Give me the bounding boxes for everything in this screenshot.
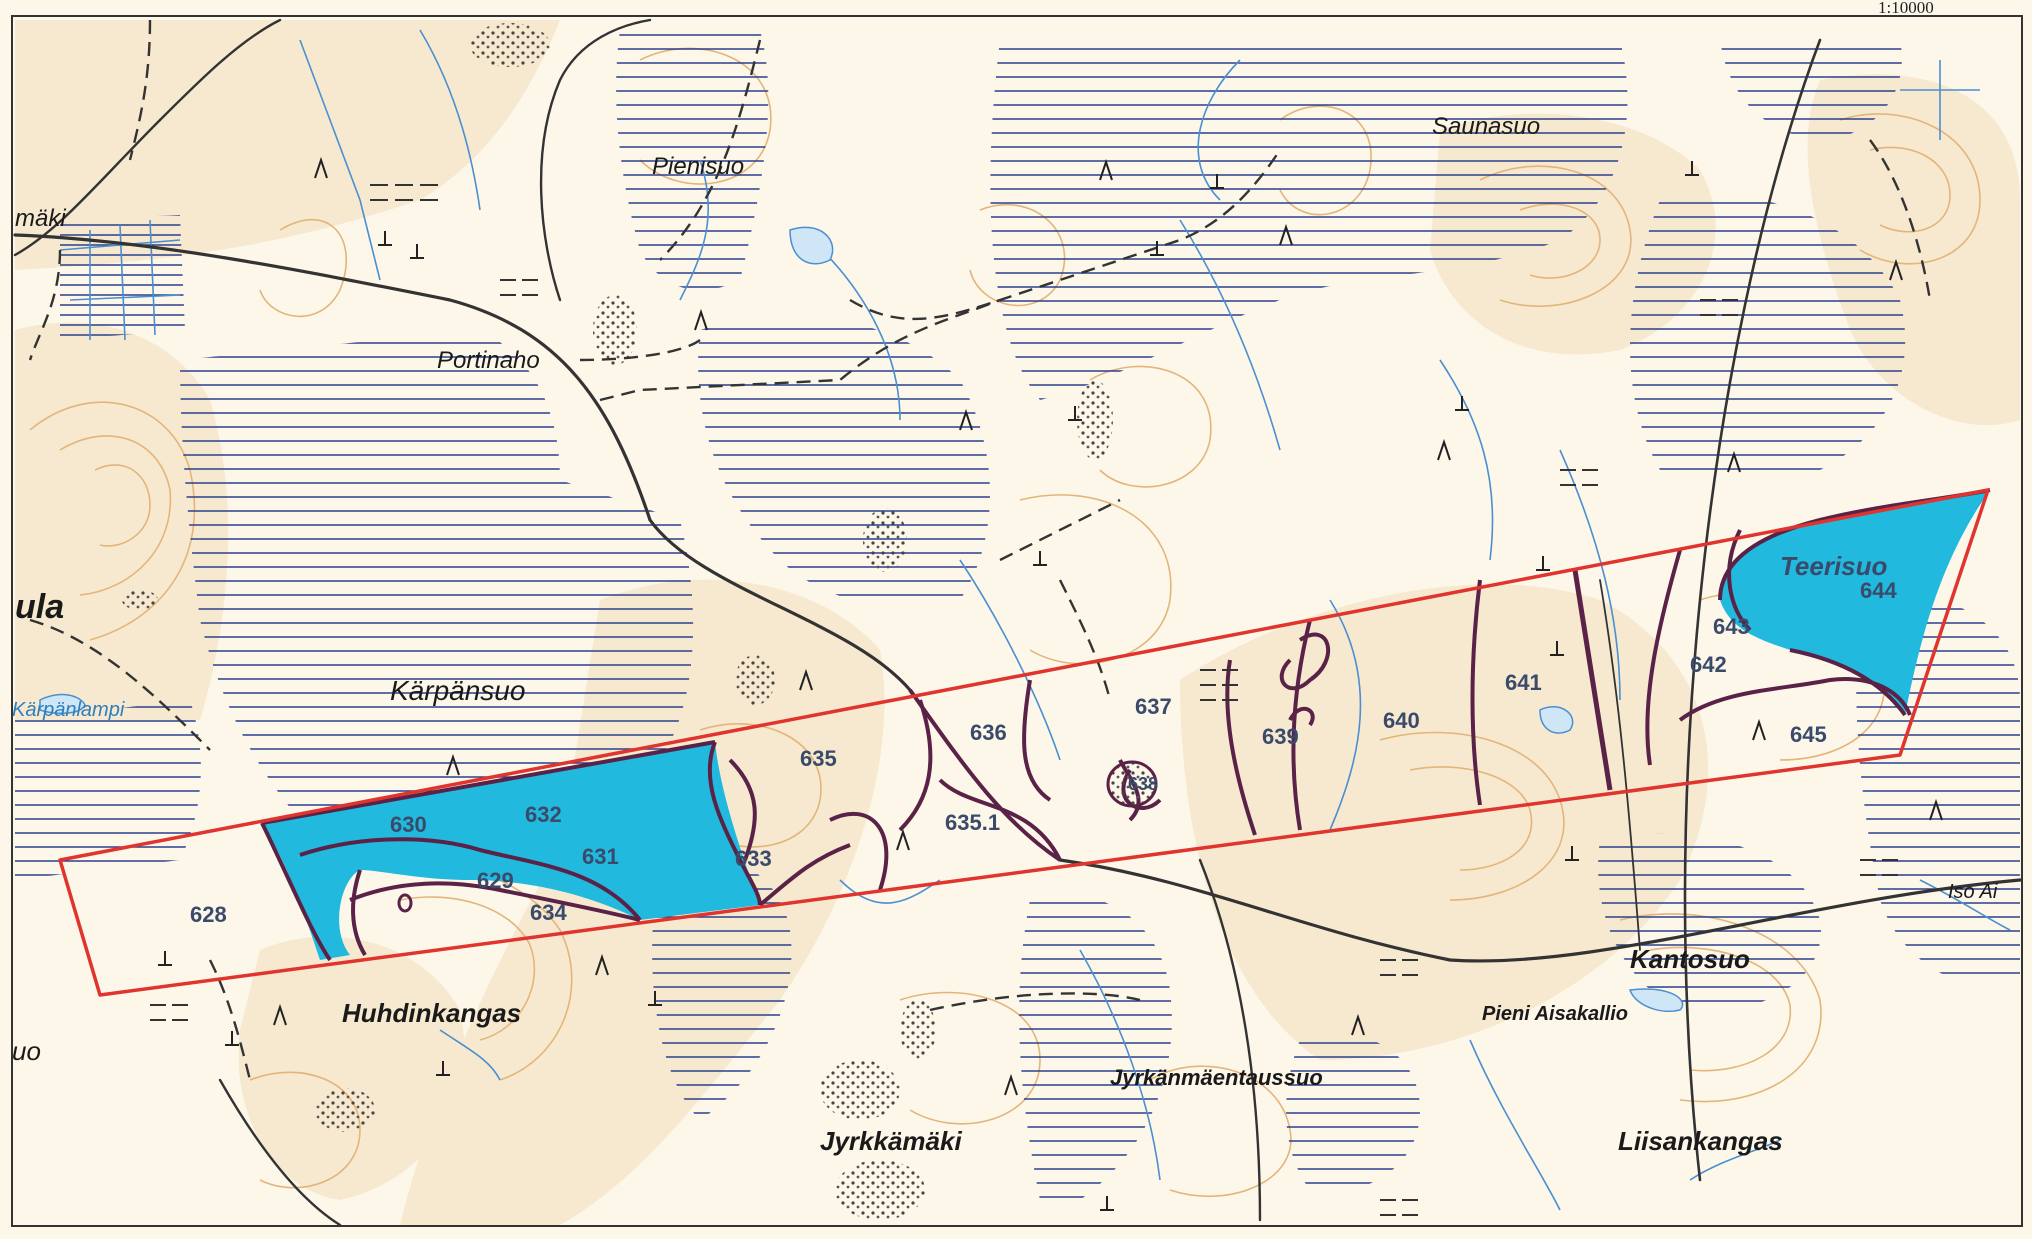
stand-639: 639: [1262, 724, 1299, 749]
road-kanto: [1599, 579, 1641, 951]
place-maki: mäki: [15, 205, 66, 232]
marsh-saunasuo: [990, 40, 1628, 400]
footpaths: [28, 19, 1932, 1081]
place-karpanlampi: Kärpänlampi: [12, 699, 125, 721]
marsh-south-west: [652, 853, 792, 1120]
map-frame: [11, 15, 2023, 1227]
place-liisankangas: Liisankangas: [1618, 1126, 1783, 1156]
stand-638-islet: [1106, 760, 1158, 808]
place-jyrkanmaentaussuo: Jyrkänmäentaussuo: [1110, 1065, 1323, 1090]
stand-fills: [262, 490, 1990, 960]
stand-644: 644: [1860, 578, 1897, 603]
place-labels: mäki Pienisuo Saunasuo Portinaho ula Kär…: [12, 113, 1998, 1156]
streams: [59, 29, 2011, 1211]
stand-628: 628: [190, 902, 227, 927]
stand-fill-teerisuo: [1720, 490, 1990, 715]
stand-fill-west: [262, 742, 760, 960]
stand-629: 629: [477, 868, 514, 893]
place-pieni-aisakallio: Pieni Aisakallio: [1482, 1003, 1628, 1025]
place-karpansuo: Kärpänsuo: [390, 675, 525, 706]
stand-633: 633: [735, 846, 772, 871]
stand-635-1: 635.1: [945, 810, 1000, 835]
place-iso-ai: Iso Ai: [1948, 881, 1998, 903]
place-ula: ula: [15, 588, 64, 626]
stand-631: 631: [582, 844, 619, 869]
road-north-loop: [539, 18, 652, 302]
marsh-areas: [15, 30, 2020, 1200]
marsh-kantosuo: [1598, 833, 1821, 1012]
road-south: [1198, 858, 1262, 1222]
stand-630: 630: [390, 812, 427, 837]
ponds: [39, 226, 1684, 1012]
benchmark-symbols: [158, 161, 1699, 1211]
marsh-east-north: [1630, 194, 1906, 470]
place-uo: uo: [12, 1036, 41, 1066]
stand-641: 641: [1505, 670, 1542, 695]
meadow-symbols: [150, 184, 1898, 1216]
stand-634: 634: [530, 900, 567, 925]
place-portinaho: Portinaho: [437, 347, 540, 374]
place-pienisuo: Pienisuo: [652, 153, 744, 180]
place-huhdinkangas: Huhdinkangas: [342, 998, 521, 1028]
marsh-north-east-lines: [1720, 40, 1902, 140]
stand-636: 636: [970, 720, 1007, 745]
place-saunasuo: Saunasuo: [1432, 113, 1540, 140]
field-areas: [15, 20, 2020, 1225]
road-west-curve: [13, 18, 282, 257]
stand-638: 638: [1128, 774, 1158, 794]
road-south-west: [218, 1078, 342, 1227]
terrain-symbols: [273, 156, 1943, 1096]
map-scale: 1:10000: [1878, 0, 1934, 17]
place-jyrkkamaki: Jyrkkämäki: [820, 1126, 962, 1156]
place-teerisuo: Teerisuo: [1780, 551, 1888, 581]
stand-feature-629: [397, 893, 413, 913]
stand-645: 645: [1790, 722, 1827, 747]
stand-labels: 628 630 632 631 629 634 633 635 635.1 63…: [190, 578, 1897, 927]
stand-635: 635: [800, 746, 837, 771]
marsh-south-center: [1019, 894, 1172, 1200]
stand-642: 642: [1690, 652, 1727, 677]
place-kantosuo: Kantosuo: [1630, 944, 1750, 974]
property-boundary: [58, 488, 1990, 997]
stand-643: 643: [1713, 614, 1750, 639]
marsh-center-north: [698, 316, 990, 608]
stand-640: 640: [1383, 708, 1420, 733]
stand-632: 632: [525, 802, 562, 827]
marsh-pienisuo: [616, 30, 769, 290]
marsh-ula: [15, 700, 201, 880]
marsh-south-jyrkan: [1286, 1033, 1420, 1192]
rock-outcrops: [122, 23, 1113, 1220]
road-north-east: [1683, 38, 1822, 1182]
stand-637: 637: [1135, 694, 1172, 719]
marsh-karpansuo: [180, 330, 694, 820]
